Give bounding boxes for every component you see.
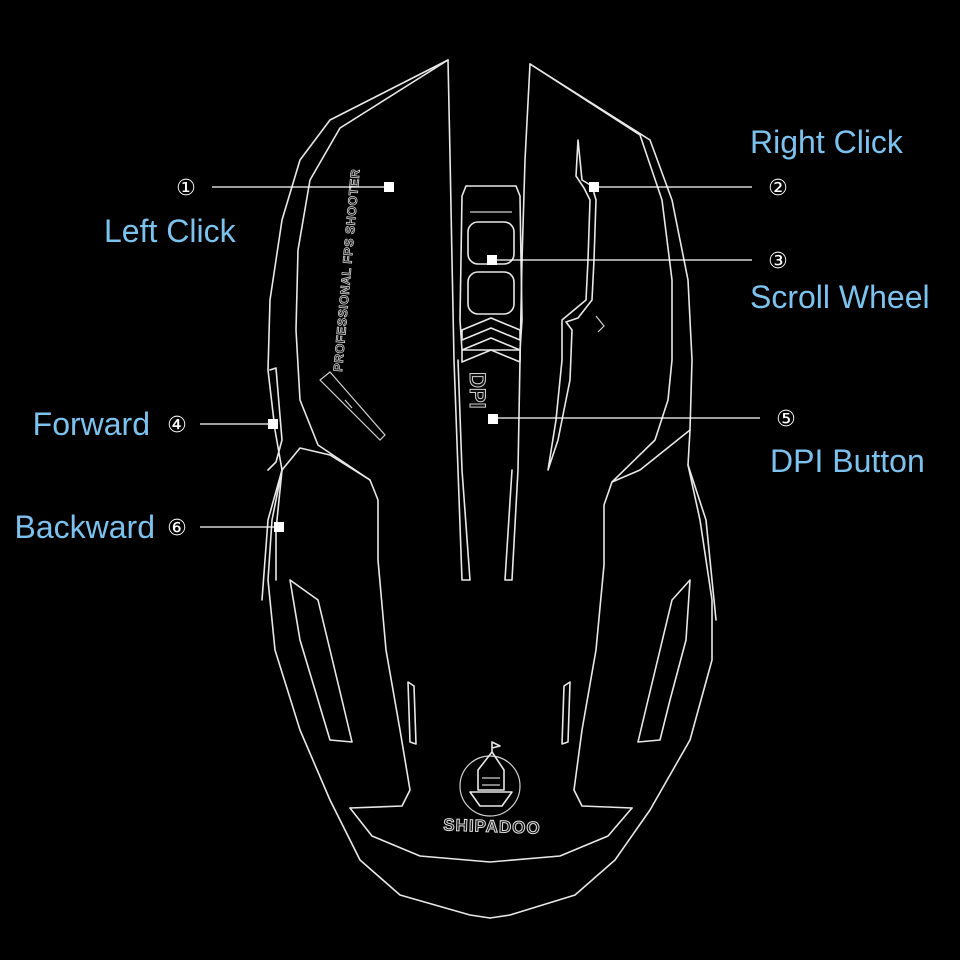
callout-3-number: ③: [768, 249, 788, 274]
marker-backward: [274, 522, 284, 532]
marker-right-click: [589, 182, 599, 192]
brand-logo: [459, 741, 521, 817]
marker-dpi-button: [488, 414, 498, 424]
right-button-panel: [504, 63, 531, 581]
palm-rest: [349, 807, 633, 863]
marker-forward: [268, 419, 278, 429]
callout-left-click-label: Left Click: [104, 213, 237, 249]
wheel-lower: [467, 271, 515, 315]
marker-left-click: [384, 182, 394, 192]
chevron-upper: [461, 317, 521, 341]
callout-2-number: ②: [768, 176, 788, 201]
callout-backward-label: Backward: [15, 509, 156, 545]
callout-scroll-wheel-label: Scroll Wheel: [750, 279, 930, 315]
callout-right-click-label: Right Click: [750, 124, 904, 160]
left-grip: [289, 579, 353, 743]
callout-6-number: ⑥: [167, 516, 187, 541]
callout-leaders: [200, 182, 760, 532]
right-shell: [489, 63, 713, 919]
marker-scroll-wheel: [487, 255, 497, 265]
callout-dpi-button-label: DPI Button: [770, 443, 925, 479]
brand-name: SHIPADOO: [443, 815, 541, 837]
mouse-outline: [261, 59, 717, 919]
left-shell: [267, 59, 491, 919]
right-grip: [637, 579, 691, 743]
right-accent: [547, 139, 597, 471]
callout-1-number: ①: [176, 176, 196, 201]
chevron-lower: [461, 337, 521, 363]
left-button-panel: [447, 59, 471, 581]
ship-icon: [469, 741, 513, 807]
backward-side-button: [275, 447, 371, 581]
callout-4-number: ④: [167, 413, 187, 438]
logo-ring: [459, 755, 521, 817]
dpi-label: DPI: [465, 372, 490, 409]
scroll-wheel-housing: [459, 185, 523, 351]
callout-5-number: ⑤: [776, 407, 796, 432]
side-text: PROFESSIONAL FPS SHOOTER: [331, 168, 363, 372]
forward-side-button: [267, 367, 283, 471]
callout-forward-label: Forward: [33, 406, 150, 442]
